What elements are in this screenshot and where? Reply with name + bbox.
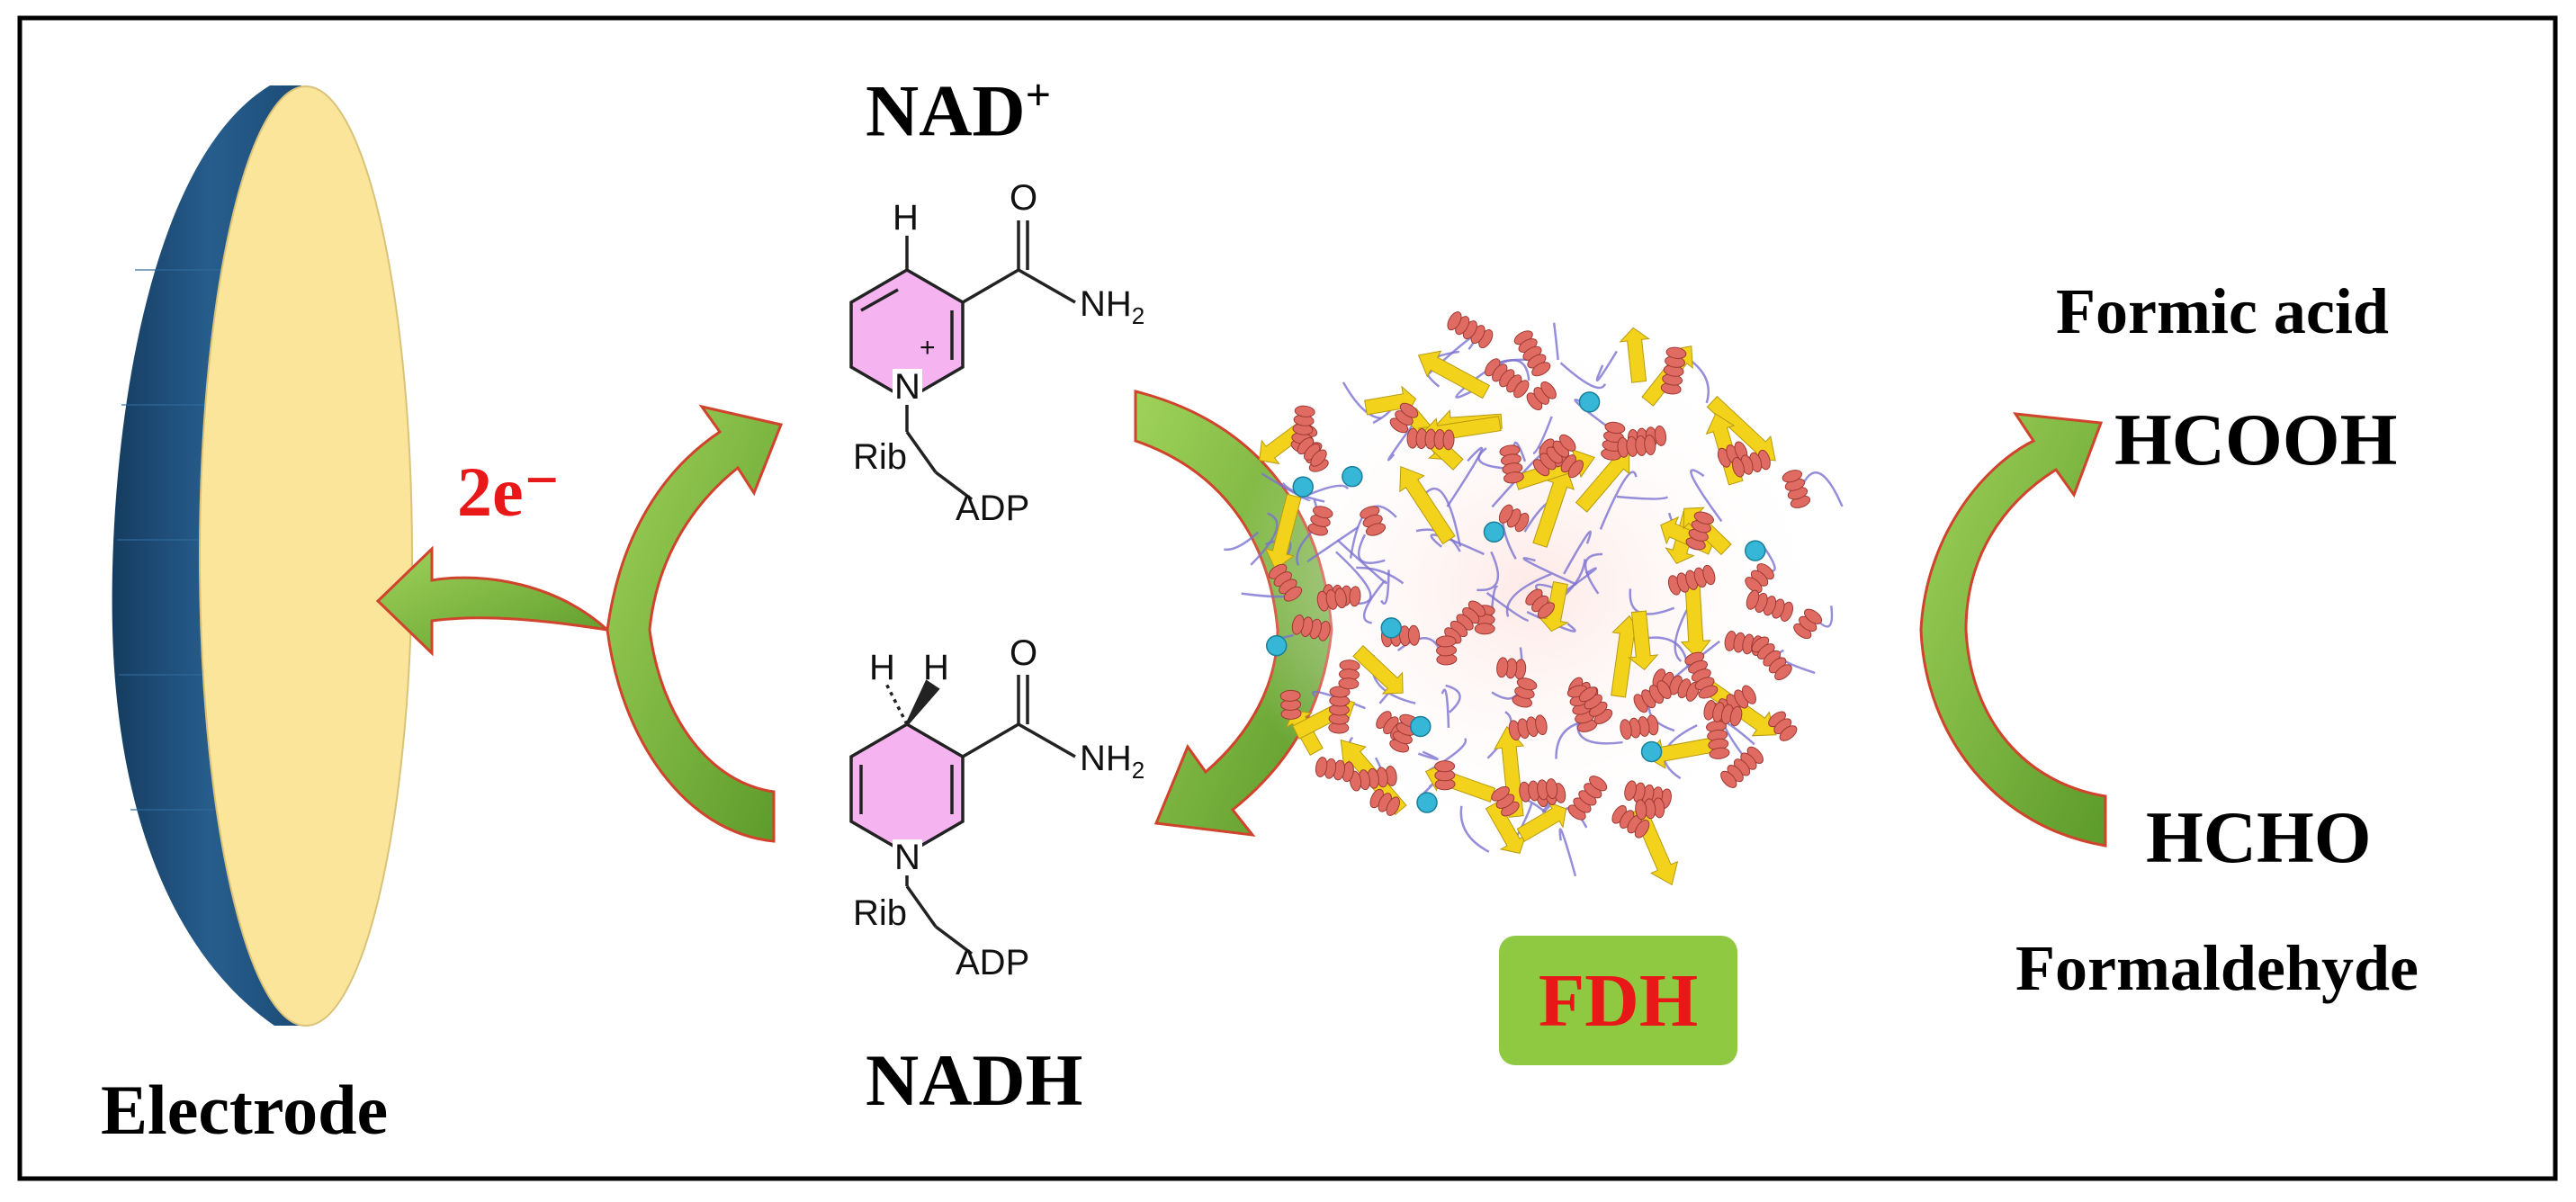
nad-plus-charge: +: [1025, 69, 1052, 120]
figure-frame: [17, 15, 2558, 1181]
nadh-h2-atom: H: [923, 648, 949, 687]
nadh-nh-text: NH: [1080, 739, 1132, 778]
formic-acid-label: Formic acid: [2056, 275, 2389, 347]
hcho-label: HCHO: [2146, 796, 2372, 878]
oxidation-arrow: [606, 404, 784, 843]
nadh-nh2-sub: 2: [1131, 757, 1145, 784]
nadh-o-atom: O: [1010, 633, 1038, 673]
electrode-face: [199, 85, 413, 1027]
nad-nh2-sub: 2: [1131, 302, 1145, 329]
electrode-disk: [112, 85, 413, 1027]
electron-label: 2e⁻: [457, 453, 561, 531]
nadh-ring: [849, 722, 965, 857]
fdh-protein-structure: [1224, 311, 1844, 886]
nad-o-atom: O: [1010, 178, 1038, 218]
nad-rib: Rib: [853, 437, 908, 477]
fdh-label: FDH: [1538, 958, 1699, 1043]
nadh-molecule: [849, 675, 1076, 955]
electron-transfer-arrow: [375, 545, 612, 657]
nadh-h1-atom: H: [869, 648, 895, 687]
nadh-nh2-group: NH2: [1080, 740, 1144, 782]
nad-nh-text: NH: [1080, 284, 1132, 324]
nad-h-atom: H: [893, 198, 919, 238]
nad-plus-charge-ring: +: [920, 333, 936, 363]
nadh-adp: ADP: [956, 943, 1030, 982]
nad-adp: ADP: [956, 489, 1030, 528]
fdh-badge: FDH: [1499, 936, 1737, 1065]
substrate-arrow: [1919, 412, 2107, 848]
nad-plus-text: NAD: [866, 69, 1026, 152]
nad-n-atom: N: [893, 367, 922, 407]
nadh-rib: Rib: [853, 893, 908, 933]
nadh-n-atom: N: [893, 838, 922, 877]
nad-plus-molecule: [849, 220, 1076, 501]
nad-plus-label: NAD+: [866, 72, 1051, 148]
formaldehyde-label: Formaldehyde: [2015, 932, 2419, 1004]
nad-nh2-group: NH2: [1080, 286, 1144, 327]
hcooh-label: HCOOH: [2114, 399, 2398, 480]
nadh-label: NADH: [866, 1039, 1083, 1121]
electrode-label: Electrode: [101, 1071, 389, 1149]
